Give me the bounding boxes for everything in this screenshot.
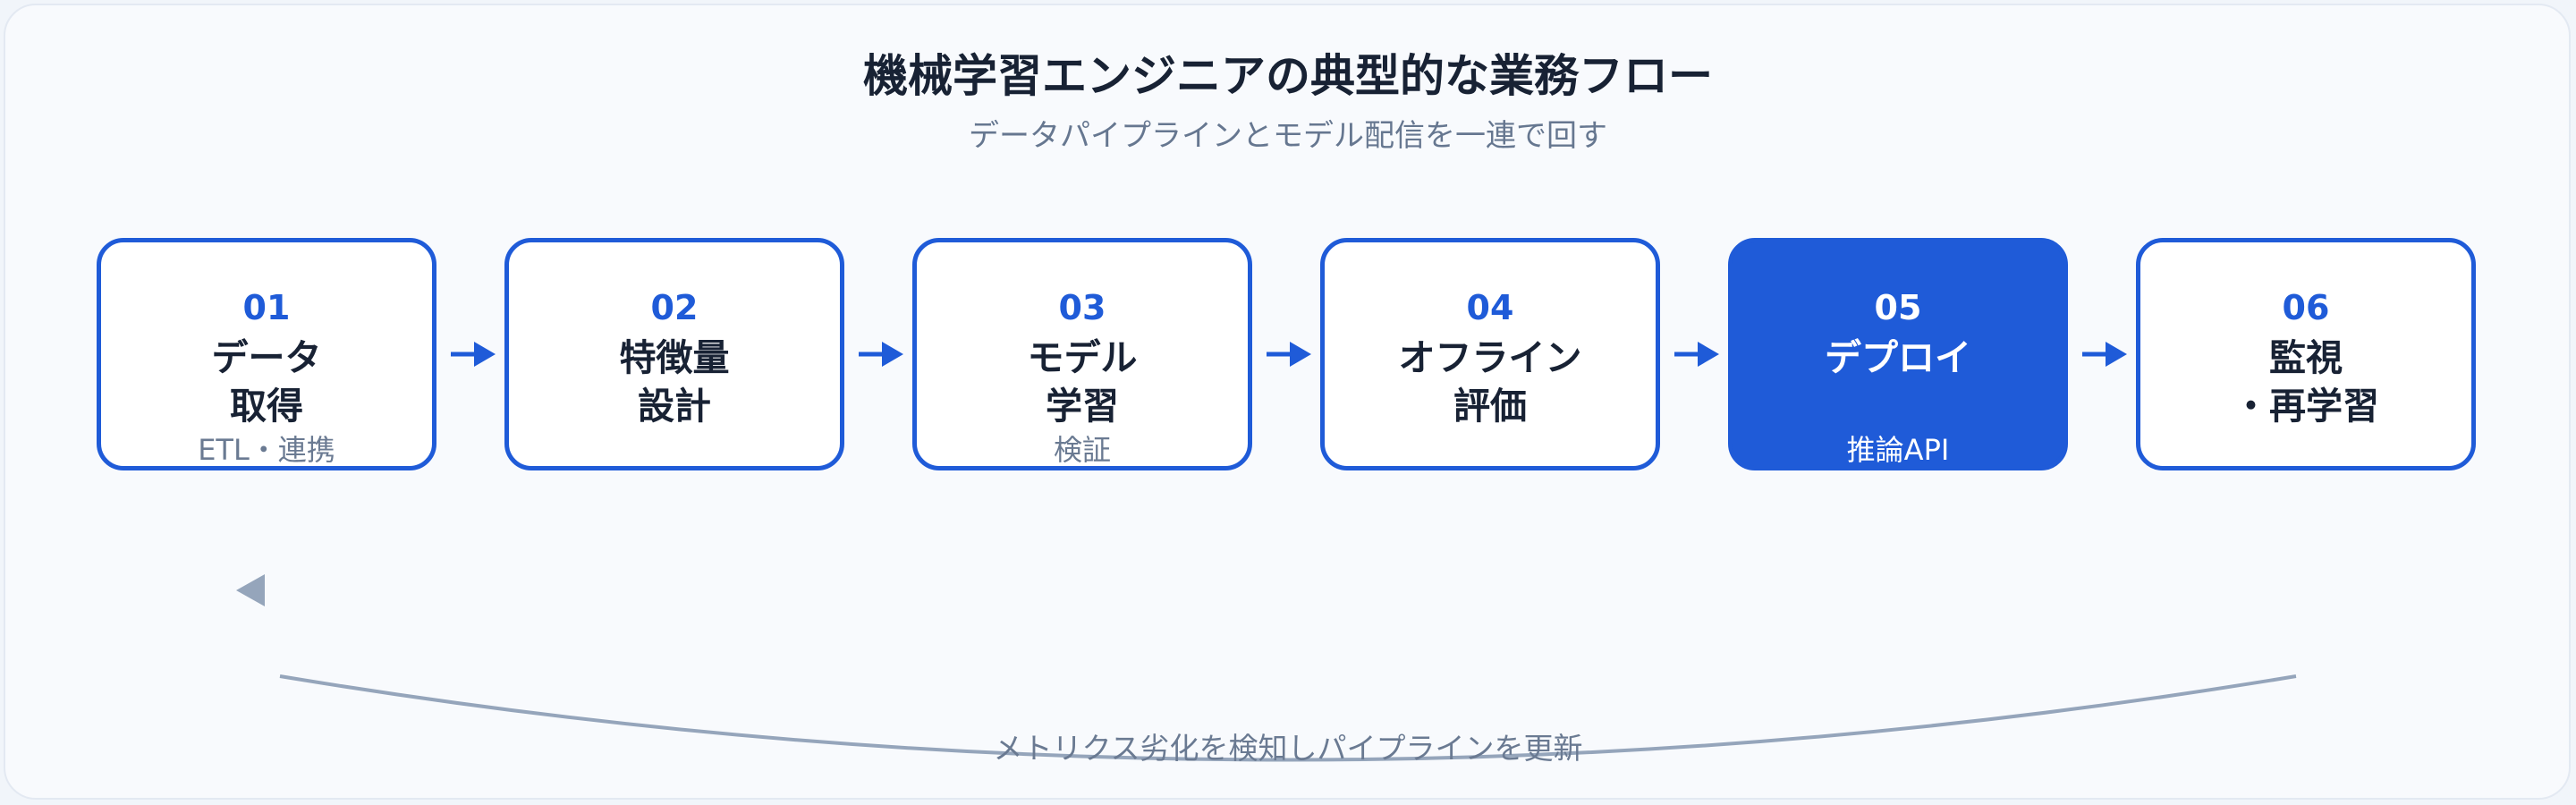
step-number: 01	[242, 288, 291, 327]
feedback-loop-curve	[279, 674, 2297, 762]
step-label: 監視・再学習	[2233, 336, 2379, 428]
step-label: データ取得	[211, 336, 322, 428]
step-number: 04	[1466, 288, 1514, 327]
step-05: 05 デプロイ 推論API	[1728, 238, 2068, 470]
step-arrows	[451, 342, 2127, 367]
step-number: 06	[2282, 288, 2330, 327]
arrow-head-1-2	[474, 342, 496, 367]
step-number: 02	[650, 288, 699, 327]
diagram-subtitle: データパイプラインとモデル配信を一連で回す	[969, 118, 1607, 154]
step-01: 01 データ取得 ETL・連携	[97, 238, 436, 470]
step-note: 推論API	[1846, 433, 1950, 467]
step-02: 02 特徴量設計	[504, 238, 844, 470]
diagram-title: 機械学習エンジニアの典型的な業務フロー	[863, 50, 1713, 102]
arrow-head-2-3	[882, 342, 903, 367]
step-06: 06 監視・再学習	[2136, 238, 2476, 470]
arrow-head-4-5	[1698, 342, 1719, 367]
feedback-loop-arrowhead	[236, 574, 265, 606]
step-number: 05	[1874, 288, 1922, 327]
arrow-head-5-6	[2106, 342, 2127, 367]
step-04: 04 オフライン評価	[1320, 238, 1660, 470]
step-note: ETL・連携	[198, 433, 335, 467]
step-label: 特徴量設計	[619, 336, 730, 428]
arrow-head-3-4	[1290, 342, 1311, 367]
step-label: オフライン評価	[1398, 336, 1582, 428]
step-number: 03	[1058, 288, 1106, 327]
step-03: 03 モデル学習 検証	[912, 238, 1252, 470]
step-label: モデル学習	[1027, 336, 1138, 428]
step-note: 検証	[1053, 433, 1111, 467]
feedback-loop-label: メトリクス劣化を検知しパイプラインを更新	[993, 731, 1583, 766]
step-label: デプロイ	[1825, 336, 1971, 379]
